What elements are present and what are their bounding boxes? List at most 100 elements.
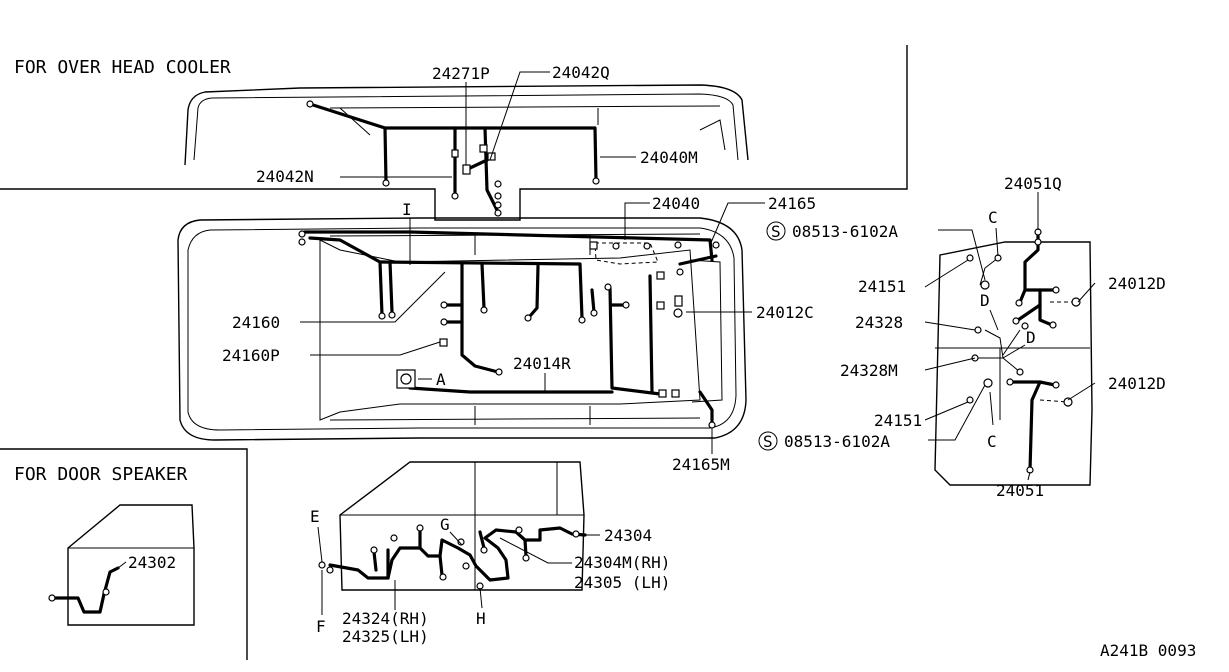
leader-24160P: [310, 341, 441, 356]
connector: [572, 530, 580, 538]
connector: [592, 177, 600, 185]
door-speaker-frame: [0, 448, 248, 660]
roof-pillar-left: [339, 107, 371, 136]
marker-E: E: [310, 507, 320, 526]
rear-lead-mid: [1002, 357, 1021, 373]
marker-G: G: [440, 515, 450, 534]
label-24305-LH: 24305 (LH): [574, 573, 670, 592]
connector: [479, 144, 488, 153]
label-24165: 24165: [768, 194, 816, 213]
leader-24160: [300, 271, 446, 323]
label-24012D-bot: 24012D: [1108, 374, 1166, 393]
marker-F: F: [316, 617, 326, 636]
roof-outline-inner: [193, 93, 739, 161]
label-24302: 24302: [128, 553, 176, 572]
rear-door-outline: [934, 241, 1093, 486]
dashed-bracket: [594, 242, 659, 265]
connector: [494, 180, 502, 188]
harness-stub: [678, 254, 718, 266]
connector: [462, 562, 470, 570]
ground-bolt: [1063, 397, 1073, 407]
harness-drop: [480, 262, 486, 310]
connector: [966, 254, 974, 262]
harness-drop: [648, 274, 654, 394]
connector: [480, 546, 488, 554]
connector: [589, 241, 598, 250]
connector: [370, 546, 378, 554]
connector: [671, 389, 680, 398]
connector: [1052, 381, 1060, 389]
harness-drop: [590, 288, 596, 314]
leader-24012D-top: [1077, 282, 1096, 303]
rear-door-detail: [934, 228, 1093, 486]
connector: [1016, 368, 1024, 376]
connector: [326, 566, 334, 574]
connector: [495, 368, 503, 376]
label-24042Q: 24042Q: [552, 63, 610, 82]
cooler-harness-branch: [468, 158, 489, 170]
door-harness-branch: [523, 538, 528, 558]
connector: [1052, 286, 1060, 294]
overhead-cooler-frame: [0, 45, 908, 221]
connector: [457, 538, 465, 546]
connector: [451, 192, 459, 200]
marker-C-top: C: [988, 208, 998, 227]
connector: [378, 312, 386, 320]
rear-lead-mid: [975, 329, 1004, 359]
standard-part-symbol-bot: [758, 431, 778, 451]
roof-corner: [699, 119, 726, 151]
main-harness: [298, 230, 720, 429]
connector: [656, 301, 665, 310]
cooler-harness-drop-right: [483, 126, 500, 214]
vehicle-body-top-view: [177, 217, 747, 441]
rear-lead-mid: [1002, 344, 1026, 359]
label-24160: 24160: [232, 313, 280, 332]
connector: [524, 314, 532, 322]
label-24160P: 24160P: [222, 346, 280, 365]
connector: [1049, 321, 1057, 329]
connector: [390, 534, 398, 542]
leader-E: [317, 526, 323, 563]
connector: [1015, 299, 1023, 307]
leader-24051: [1027, 471, 1031, 481]
leader-D-mid: [1002, 329, 1021, 356]
label-24324-RH: 24324(RH): [342, 609, 429, 628]
ground-bolt: [1071, 297, 1081, 307]
connector: [708, 421, 716, 429]
cabin-outline: [319, 239, 701, 421]
connector: [388, 311, 396, 319]
rear-harness-top-branch: [1038, 288, 1054, 327]
door-speaker-title: FOR DOOR SPEAKER: [14, 464, 188, 485]
leader-24012D-bot: [1067, 382, 1096, 401]
rear-harness-bottom: [1010, 380, 1042, 472]
connector: [1021, 322, 1029, 330]
cooler-harness-main: [308, 102, 598, 182]
label-08513-6102A-bot: 08513-6102A: [784, 432, 890, 451]
leader-C-top: [995, 227, 999, 257]
speaker-harness: [50, 566, 120, 614]
rear-harness-top-branch: [1016, 303, 1042, 322]
label-24325-LH: 24325(LH): [342, 627, 429, 646]
harness-drop: [378, 260, 384, 317]
door-harness-branch: [438, 554, 444, 577]
door-harness-branch: [372, 550, 378, 572]
label-24040M: 24040M: [640, 148, 698, 167]
connector: [494, 192, 502, 200]
leader-24151-top: [924, 259, 969, 288]
leader-G: [449, 531, 463, 546]
door-harness: [328, 526, 587, 582]
connector: [416, 524, 424, 532]
body-outline-inner: [187, 227, 737, 431]
harness-rear-run: [608, 286, 662, 396]
leader-24040: [624, 202, 650, 240]
harness-drop: [388, 260, 394, 314]
label-24040: 24040: [652, 194, 700, 213]
ground-bolt: [673, 308, 683, 318]
connector: [643, 242, 651, 250]
connector: [522, 554, 530, 562]
label-08513-6102A-top: 08513-6102A: [792, 222, 898, 241]
connector: [622, 301, 630, 309]
leader-24304M: [499, 537, 572, 564]
marker-I: I: [402, 200, 412, 219]
